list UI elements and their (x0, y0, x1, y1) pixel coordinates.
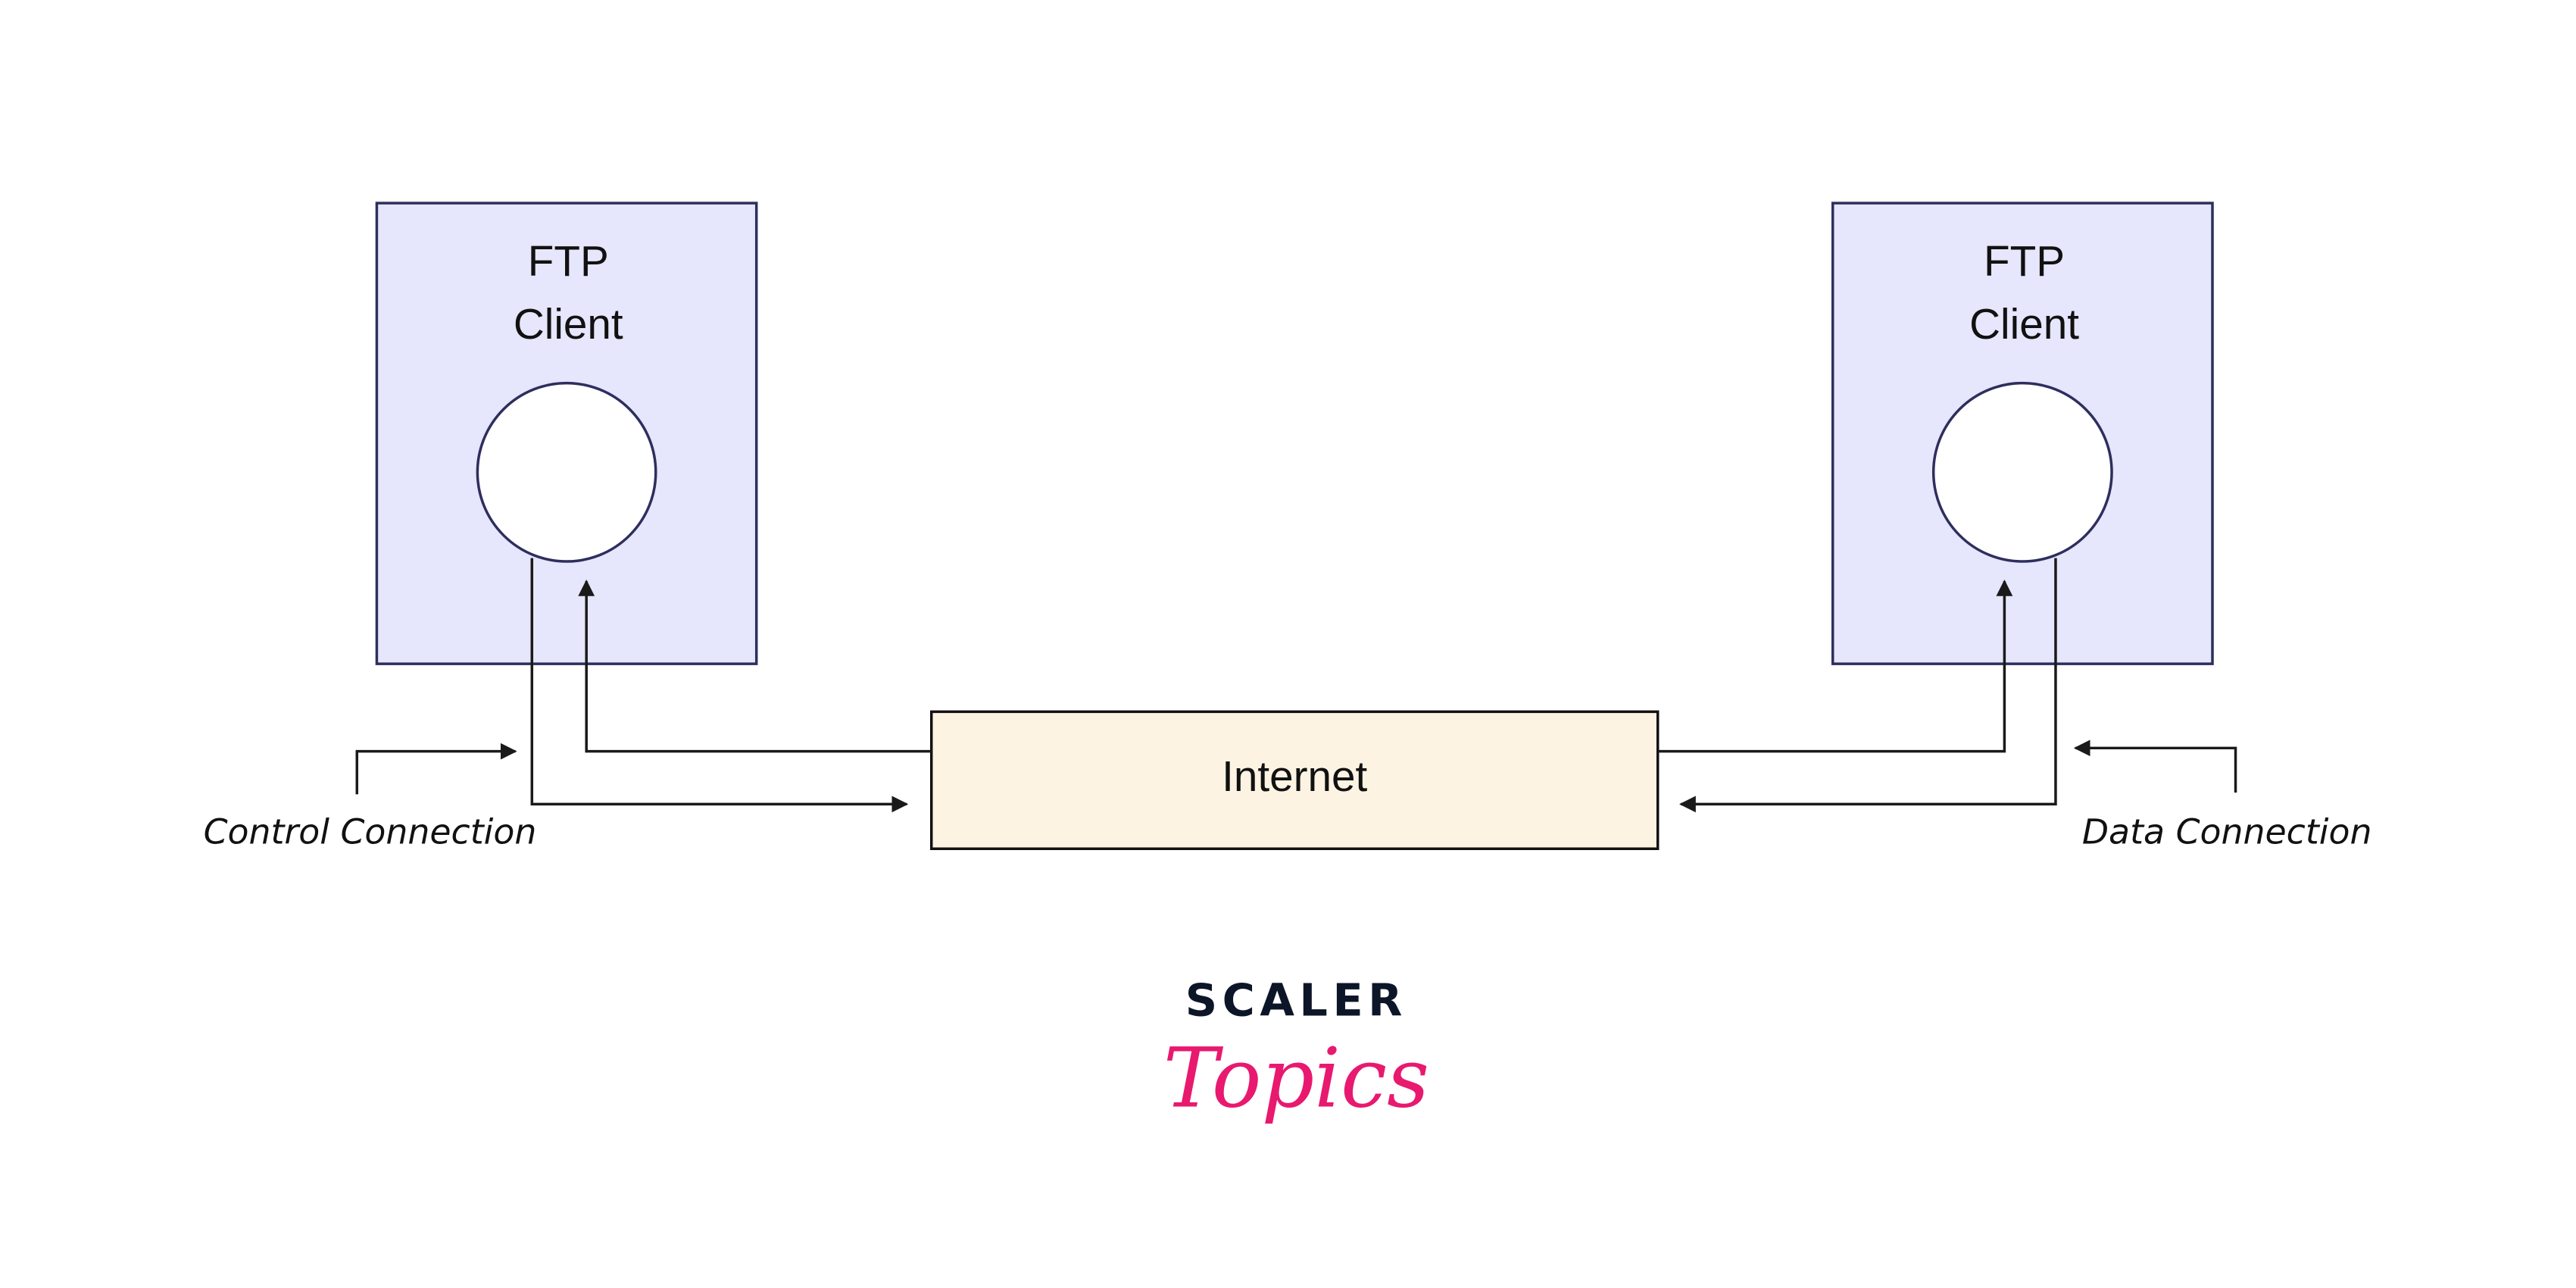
internet-box (929, 710, 1660, 850)
right-client-label-line1: FTP (1984, 238, 2065, 286)
right-client-circle (1931, 381, 2113, 563)
scaler-topics-logo: SCALER Topics (1163, 974, 1429, 1126)
control-connection-label: Control Connection (204, 812, 537, 852)
left-client-label-line1: FTP (528, 238, 609, 286)
logo-scaler-text: SCALER (1185, 974, 1407, 1026)
internet-label: Internet (1222, 753, 1367, 801)
data-connection-label: Data Connection (2082, 812, 2372, 852)
control-connection-pointer-arrow (355, 742, 517, 795)
right-outgoing-arrow (1679, 558, 2057, 813)
right-incoming-arrow (1657, 579, 2013, 753)
right-client-label-line2: Client (1969, 301, 2079, 349)
left-client-circle (476, 381, 657, 563)
left-client-label-line2: Client (514, 301, 623, 349)
left-outgoing-arrow (530, 558, 909, 813)
data-connection-pointer-arrow (2073, 739, 2237, 793)
internet-node: Internet (929, 710, 1660, 850)
left-ftp-client-node: FTP Client (375, 202, 758, 665)
right-ftp-client-node: FTP Client (1831, 202, 2214, 665)
logo-topics-text: Topics (1163, 1030, 1429, 1126)
left-incoming-arrow (578, 579, 932, 753)
